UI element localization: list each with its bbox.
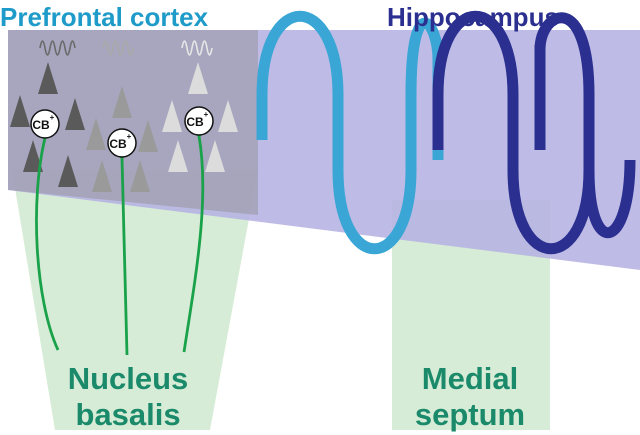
neuron-group-dark — [10, 62, 85, 187]
cb-label: CB — [32, 118, 50, 132]
theta-wave-dark — [432, 11, 595, 254]
cb-label: CB — [186, 115, 204, 129]
oscillation-icon-dark — [39, 40, 76, 56]
theta-wave-dark-end — [583, 159, 636, 239]
cb-interneuron-dark: CB + — [30, 109, 60, 139]
cortico-hippocampal-band — [8, 30, 640, 270]
axon-light-group — [182, 135, 205, 353]
nucleus-basalis-projection — [12, 170, 258, 430]
theta-wave-light — [256, 11, 444, 254]
medial-septum-projection — [392, 200, 550, 430]
cb-interneuron-mid: CB + — [107, 128, 137, 158]
medial-septum-label-line1: Medial — [422, 361, 518, 396]
neuron-group-light — [162, 62, 238, 172]
nucleus-basalis-label-line1: Nucleus — [68, 361, 189, 396]
cb-label: CB — [109, 137, 127, 151]
hippocampus-title: Hippocampus — [387, 2, 559, 32]
axon-dark-group — [35, 137, 60, 351]
oscillation-icon-mid — [102, 40, 134, 56]
nucleus-basalis-label-line2: basalis — [75, 397, 180, 432]
oscillation-icon-light — [181, 40, 213, 56]
axon-mid-group — [120, 157, 129, 356]
prefrontal-cortex-title: Prefrontal cortex — [0, 2, 209, 32]
neuron-group-mid — [86, 86, 158, 192]
cb-interneuron-light: CB + — [184, 106, 214, 136]
cb-superscript: + — [127, 132, 132, 141]
medial-septum-label-line2: septum — [415, 397, 525, 432]
cb-superscript: + — [204, 110, 209, 119]
cb-superscript: + — [50, 113, 55, 122]
